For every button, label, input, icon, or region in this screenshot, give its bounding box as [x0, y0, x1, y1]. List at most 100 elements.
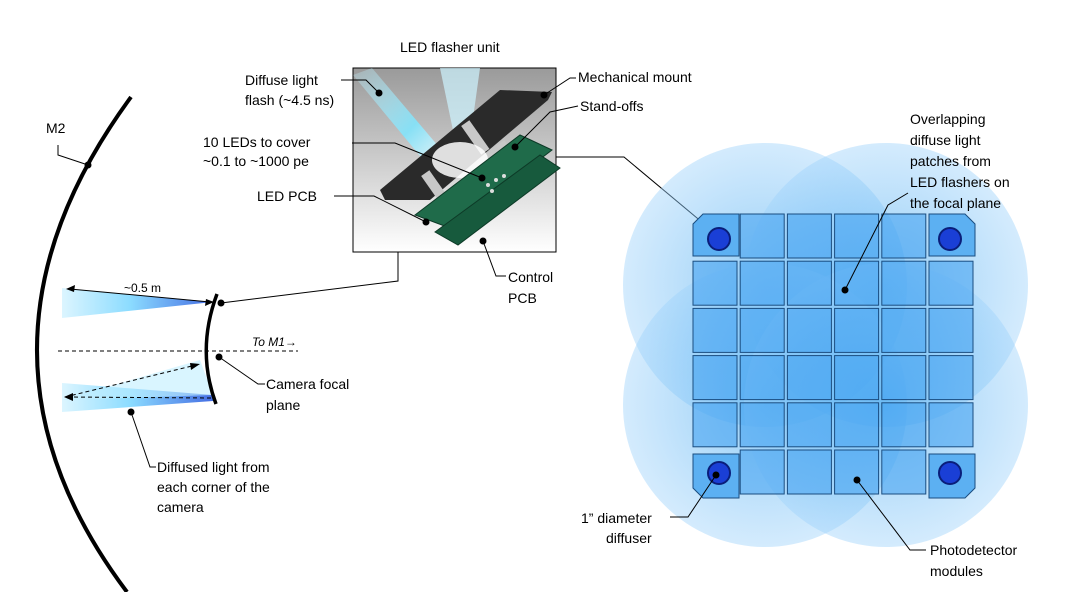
m2-mirror-section: ~0.5 m To M1→ M2 Camera focal plane Diff… — [35, 95, 399, 592]
overlap-leader — [844, 192, 909, 291]
photodetector-module — [739, 402, 785, 448]
photodetector-leader — [856, 479, 926, 551]
led-chip — [490, 189, 494, 193]
photodetector-module — [739, 307, 785, 353]
stand-offs-label: Stand-offs — [580, 98, 644, 114]
photodetector-label-1: Photodetector — [930, 542, 1018, 558]
photodetector-module — [786, 402, 832, 448]
to-m1-label: To M1→ — [252, 335, 297, 349]
photodetector-module — [786, 355, 832, 401]
photodetector-module — [692, 307, 738, 353]
m2-label: M2 — [46, 120, 66, 136]
photodetector-module — [928, 355, 974, 401]
photodetector-module — [928, 260, 974, 306]
focal-plane-section: Overlapping diffuse light patches from L… — [581, 111, 1028, 579]
diffused-label-2: each corner of the — [157, 479, 270, 495]
diffuser-top-left — [707, 227, 731, 251]
ray-out — [64, 364, 197, 398]
diffuser-leader — [670, 474, 717, 518]
photodetector-module — [786, 307, 832, 353]
led-glow — [432, 142, 488, 178]
photodetector-module — [881, 260, 927, 306]
photodetector-module — [834, 213, 880, 259]
mechanical-mount-label: Mechanical mount — [578, 69, 692, 85]
leds-leader — [352, 142, 483, 179]
overlap-label-4: LED flashers on — [910, 174, 1010, 190]
led-pcb-label: LED PCB — [257, 188, 317, 204]
ray-back — [67, 396, 212, 399]
photodetector-module — [786, 260, 832, 306]
overlap-label-2: diffuse light — [910, 132, 981, 148]
distance-label: ~0.5 m — [124, 281, 161, 295]
diffuser-bottom-right — [938, 461, 962, 485]
led-pcb-leader — [334, 195, 427, 223]
camera-focal-plane — [204, 293, 219, 405]
photodetector-module — [739, 213, 785, 259]
photodetector-module — [834, 449, 880, 495]
photodetector-module — [692, 355, 738, 401]
diffuser-label-1: 1” diameter — [581, 510, 652, 526]
m2-mirror-curve — [35, 95, 133, 592]
flash-label-1: Diffuse light — [245, 72, 318, 88]
led-flasher-title: LED flasher unit — [400, 39, 500, 55]
photodetector-module — [834, 402, 880, 448]
photodetector-module — [834, 307, 880, 353]
camera-focal-label-2: plane — [266, 397, 300, 413]
ray-back-head — [64, 393, 73, 401]
diffuser-bottom-left — [707, 461, 731, 485]
photodetector-module — [881, 213, 927, 259]
leds-label-2: ~0.1 to ~1000 pe — [203, 153, 309, 169]
diffused-label-1: Diffused light from — [157, 459, 270, 475]
control-pcb-label-1: Control — [508, 269, 553, 285]
photodetector-module — [881, 449, 927, 495]
photodetector-module — [881, 307, 927, 353]
diffused-label-3: camera — [157, 499, 204, 515]
photodetector-module — [928, 402, 974, 448]
distance-arrow-head-left — [66, 285, 75, 292]
focal-plane-leader — [218, 356, 265, 385]
flasher-connector-leader — [220, 252, 399, 304]
camera-focal-label-1: Camera focal — [266, 376, 349, 392]
distance-arrow — [69, 288, 211, 303]
photodetector-module — [692, 260, 738, 306]
diffuser-top-right — [938, 227, 962, 251]
flash-label-2: flash (~4.5 ns) — [245, 92, 334, 108]
led-chip — [502, 174, 506, 178]
photodetector-module-grid — [692, 213, 974, 495]
photodetector-module — [692, 402, 738, 448]
m2-leader — [57, 145, 89, 166]
beam-upper — [62, 288, 213, 318]
photodetector-module — [739, 260, 785, 306]
control-pcb-board — [434, 154, 561, 246]
photodetector-module — [739, 355, 785, 401]
distance-arrow-head-right — [205, 299, 214, 306]
standoff-leader — [514, 105, 579, 148]
photodetector-module — [881, 355, 927, 401]
overlap-label-5: the focal plane — [910, 195, 1001, 211]
photodetector-module — [928, 307, 974, 353]
overlap-label-1: Overlapping — [910, 111, 986, 127]
photodetector-module — [786, 449, 832, 495]
photodetector-module — [834, 355, 880, 401]
flash-leader — [341, 79, 380, 94]
diffused-leader — [130, 411, 156, 468]
m2-leader-dot — [84, 161, 92, 169]
control-pcb-label-2: PCB — [508, 290, 537, 306]
photodetector-module — [786, 213, 832, 259]
overlap-label-3: patches from — [910, 153, 991, 169]
ray-out-head — [190, 363, 200, 370]
led-chip — [486, 183, 490, 187]
photodetector-module — [834, 260, 880, 306]
control-pcb-leader — [482, 240, 506, 277]
diffuser-label-2: diffuser — [606, 530, 652, 546]
led-pcb-board — [413, 134, 553, 229]
led-flasher-section: LED flasher unit Diffuse light flash (~4… — [203, 39, 692, 306]
photodetector-module — [739, 449, 785, 495]
photodetector-label-2: modules — [930, 563, 983, 579]
standoff-2 — [461, 120, 490, 155]
mount-leader — [543, 77, 576, 96]
leds-label-1: 10 LEDs to cover — [203, 134, 311, 150]
photodetector-module — [881, 402, 927, 448]
led-chip — [494, 178, 498, 182]
